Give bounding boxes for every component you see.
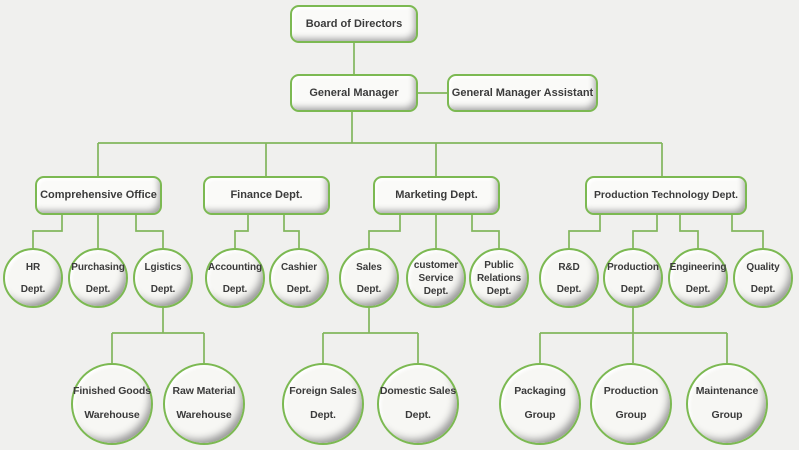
- node-label-line: Dept.: [405, 409, 431, 421]
- node-label-line: Group: [711, 409, 743, 421]
- node-label: General Manager: [309, 86, 399, 99]
- node-finance-dept[interactable]: Finance Dept.: [203, 176, 330, 215]
- node-label-line: Dept.: [286, 283, 312, 295]
- node-purchasing-dept[interactable]: Purchasing Dept.: [68, 248, 128, 308]
- node-label-line: Cashier: [281, 261, 317, 273]
- node-label-line: Accounting: [208, 261, 262, 273]
- node-production-group[interactable]: Production Group: [590, 363, 672, 445]
- node-label-line: Packaging: [514, 385, 566, 398]
- node-production-technology-dept[interactable]: Production Technology Dept.: [585, 176, 747, 215]
- node-label: Comprehensive Office: [40, 189, 157, 202]
- node-label: Production Technology Dept.: [593, 189, 739, 201]
- node-label-line: HR: [25, 261, 41, 273]
- node-board-of-directors[interactable]: Board of Directors: [290, 5, 418, 43]
- node-marketing-dept[interactable]: Marketing Dept.: [373, 176, 500, 215]
- node-label-line: Foreign Sales: [289, 385, 357, 398]
- node-label-line: Warehouse: [84, 409, 140, 421]
- node-finished-goods-warehouse[interactable]: Finished Goods Warehouse: [71, 363, 153, 445]
- node-label-line: Service: [418, 272, 454, 284]
- node-hr-dept[interactable]: HR Dept.: [3, 248, 63, 308]
- node-label-line: customer: [413, 259, 459, 271]
- node-label-line: Finished Goods: [73, 385, 151, 398]
- node-cashier-dept[interactable]: Cashier Dept.: [269, 248, 329, 308]
- node-label-line: Group: [524, 409, 556, 421]
- node-domestic-sales-dept[interactable]: Domestic Sales Dept.: [377, 363, 459, 445]
- node-label-line: Warehouse: [176, 409, 232, 421]
- connector-level2-bus: [97, 142, 663, 176]
- node-label-line: Dept.: [750, 283, 776, 295]
- node-foreign-sales-dept[interactable]: Foreign Sales Dept.: [282, 363, 364, 445]
- node-packaging-group[interactable]: Packaging Group: [499, 363, 581, 445]
- connector-production-technology-children: [568, 215, 764, 248]
- connector-marketing-children: [368, 215, 500, 248]
- node-label: Marketing Dept.: [395, 189, 478, 202]
- connector-finance-children: [234, 215, 300, 248]
- node-label-line: Sales: [356, 261, 382, 273]
- node-label-line: Dept.: [222, 283, 248, 295]
- connector-sales-children: [322, 308, 419, 363]
- node-general-manager-assistant[interactable]: General Manager Assistant: [447, 74, 598, 112]
- node-label-line: Domestic Sales: [379, 385, 457, 398]
- node-label-line: Purchasing: [71, 261, 125, 273]
- node-rnd-dept[interactable]: R&D Dept.: [539, 248, 599, 308]
- connector-production-children: [539, 308, 728, 363]
- node-raw-material-warehouse[interactable]: Raw Material Warehouse: [163, 363, 245, 445]
- node-label: Finance Dept.: [230, 189, 303, 202]
- node-comprehensive-office[interactable]: Comprehensive Office: [35, 176, 162, 215]
- node-label-line: Dept.: [356, 283, 382, 295]
- node-label-line: Dept.: [486, 285, 512, 297]
- node-accounting-dept[interactable]: Accounting Dept.: [205, 248, 265, 308]
- node-label-line: Dept.: [310, 409, 336, 421]
- node-label: Board of Directors: [305, 17, 403, 30]
- node-label-line: Production: [607, 261, 659, 273]
- node-label-line: Group: [615, 409, 647, 421]
- node-label-line: Public: [484, 259, 514, 271]
- node-engineering-dept[interactable]: Engineering Dept.: [668, 248, 728, 308]
- node-maintenance-group[interactable]: Maintenance Group: [686, 363, 768, 445]
- node-sales-dept[interactable]: Sales Dept.: [339, 248, 399, 308]
- node-label-line: Production: [603, 385, 659, 398]
- node-label-line: Lgistics: [144, 261, 182, 273]
- node-quality-dept[interactable]: Quality Dept.: [733, 248, 793, 308]
- node-label-line: Dept.: [620, 283, 646, 295]
- node-label-line: Relations: [476, 272, 522, 284]
- node-label-line: Dept.: [20, 283, 46, 295]
- node-customer-service-dept[interactable]: customer Service Dept.: [406, 248, 466, 308]
- node-production-dept[interactable]: Production Dept.: [603, 248, 663, 308]
- node-label-line: R&D: [558, 261, 580, 273]
- node-label-line: Dept.: [85, 283, 111, 295]
- node-label-line: Dept.: [150, 283, 176, 295]
- node-label-line: Maintenance: [695, 385, 759, 398]
- node-general-manager[interactable]: General Manager: [290, 74, 418, 112]
- node-label-line: Dept.: [423, 285, 449, 297]
- node-lgistics-dept[interactable]: Lgistics Dept.: [133, 248, 193, 308]
- node-label-line: Dept.: [556, 283, 582, 295]
- node-label: General Manager Assistant: [451, 86, 594, 99]
- connector-lgistics-children: [111, 308, 205, 363]
- connector-comprehensive-children: [32, 215, 164, 248]
- node-label-line: Dept.: [685, 283, 711, 295]
- node-label-line: Raw Material: [172, 385, 236, 398]
- node-label-line: Engineering: [669, 261, 727, 273]
- node-label-line: Quality: [746, 261, 780, 273]
- node-public-relations-dept[interactable]: Public Relations Dept.: [469, 248, 529, 308]
